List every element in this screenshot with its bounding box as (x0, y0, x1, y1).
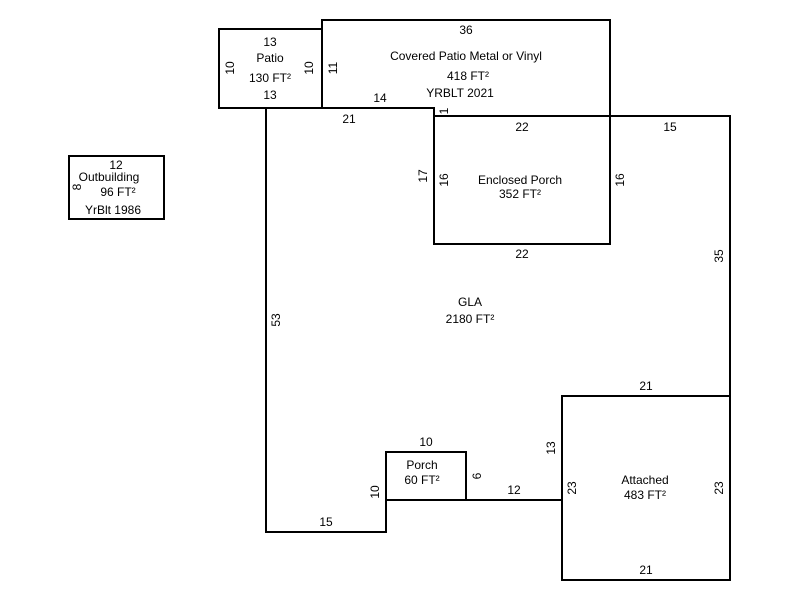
outbuilding-label: Outbuilding (79, 170, 140, 184)
porch-outline (385, 451, 467, 501)
patio-dim-left: 10 (223, 61, 237, 75)
gla-outline-top-right (266, 107, 731, 397)
porch-label: Porch (406, 458, 437, 472)
gla-dim-top-left: 21 (342, 112, 356, 126)
covered-patio-year: YRBLT 2021 (426, 86, 494, 100)
patio-dim-right: 10 (302, 61, 316, 75)
attached-dim-top: 21 (639, 379, 653, 393)
covered-patio-label: Covered Patio Metal or Vinyl (390, 49, 542, 63)
gla-dim-top-right: 15 (663, 120, 677, 134)
patio-dim-top: 13 (263, 35, 277, 49)
attached-outline (561, 395, 731, 581)
covered-patio-dim-top: 36 (459, 23, 473, 37)
gla-dim-attached-left: 13 (544, 441, 558, 455)
outbuilding-area-value: 96 FT² (100, 185, 135, 199)
gla-dim-left: 53 (269, 313, 283, 327)
covered-patio-dim-left: 11 (326, 61, 340, 74)
enclosed-porch-outline (433, 115, 611, 245)
attached-label: Attached (621, 473, 668, 487)
attached-dim-right: 23 (712, 481, 726, 495)
porch-dim-right: 6 (470, 472, 484, 479)
gla-area-value: 2180 FT² (446, 312, 495, 326)
enclosed-porch-dim-bottom: 22 (515, 247, 529, 261)
gla-dim-bottom-mid: 12 (507, 483, 521, 497)
outbuilding-outline (68, 155, 165, 220)
gla-area[interactable]: 21 17 15 35 53 GLA 2180 FT² 15 10 12 13 (265, 107, 731, 533)
gla-label: GLA (458, 295, 482, 309)
patio-label: Patio (256, 51, 284, 65)
attached-dim-left: 23 (565, 481, 579, 495)
porch-dim-top: 10 (419, 435, 433, 449)
attached-area[interactable]: 21 Attached 483 FT² 21 23 23 (561, 379, 731, 581)
covered-patio-outline (321, 19, 611, 116)
gla-dim-right: 35 (712, 249, 726, 263)
enclosed-porch-area[interactable]: 22 Enclosed Porch 352 FT² 22 16 16 (433, 115, 627, 261)
covered-patio-area[interactable]: 36 Covered Patio Metal or Vinyl 418 FT² … (321, 19, 611, 116)
porch-area[interactable]: 10 Porch 60 FT² 6 (385, 435, 484, 501)
covered-patio-dim-bottom-left: 14 (373, 91, 387, 105)
patio-area-value: 130 FT² (249, 71, 291, 85)
porch-area-value: 60 FT² (404, 473, 439, 487)
outbuilding-dim-top: 12 (109, 158, 123, 172)
gla-dim-inner-left: 17 (416, 169, 430, 183)
outbuilding-year: YrBlt 1986 (85, 203, 141, 217)
covered-patio-area-value: 418 FT² (447, 69, 489, 83)
gla-dim-bottom-left: 15 (319, 515, 333, 529)
enclosed-porch-label: Enclosed Porch (478, 173, 562, 187)
outbuilding-area[interactable]: 12 Outbuilding 96 FT² YrBlt 1986 8 (68, 155, 165, 220)
enclosed-porch-dim-right: 16 (613, 173, 627, 187)
outbuilding-dim-left: 8 (70, 183, 84, 190)
covered-patio-dim-small: 1 (437, 107, 451, 114)
enclosed-porch-area-value: 352 FT² (499, 187, 541, 201)
attached-dim-bottom: 21 (639, 563, 653, 577)
patio-dim-bottom: 13 (263, 88, 277, 102)
patio-area[interactable]: 13 Patio 130 FT² 13 10 10 (218, 28, 323, 109)
attached-area-value: 483 FT² (624, 488, 666, 502)
enclosed-porch-dim-left: 16 (437, 173, 451, 187)
enclosed-porch-dim-top: 22 (515, 120, 529, 134)
gla-dim-step: 10 (368, 485, 382, 499)
